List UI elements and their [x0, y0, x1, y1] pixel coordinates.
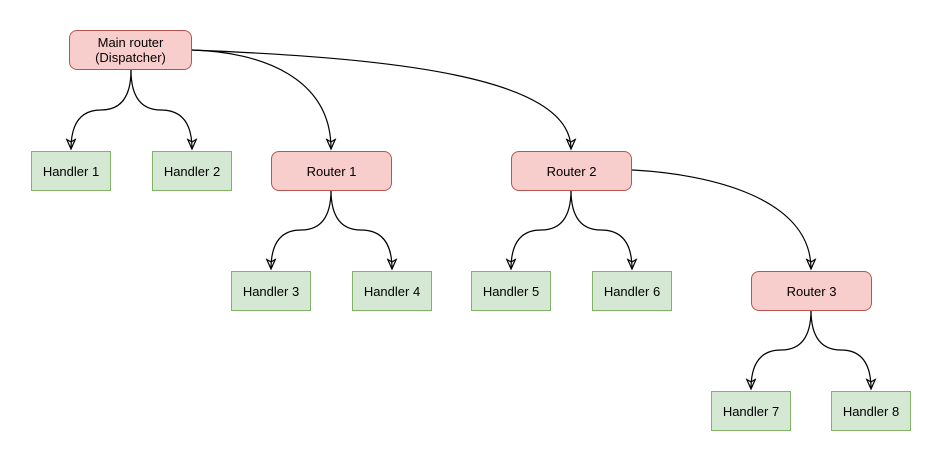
- node-handler-2: Handler 2: [152, 151, 232, 191]
- edge-router-2-to-handler-6: [570, 189, 632, 269]
- edge-main-to-handler-2: [130, 69, 192, 149]
- node-handler-6: Handler 6: [592, 271, 672, 311]
- node-handler-3: Handler 3: [231, 271, 311, 311]
- node-handler-4: Handler 4: [352, 271, 432, 311]
- node-handler-5: Handler 5: [471, 271, 551, 311]
- edge-router-2-to-handler-5: [511, 189, 572, 269]
- edge-router-1-to-handler-3: [271, 189, 332, 269]
- edge-router-3-to-handler-7: [751, 309, 812, 389]
- node-handler-1: Handler 1: [31, 151, 111, 191]
- edge-main-to-router-2: [191, 49, 571, 149]
- edge-router-1-to-handler-4: [330, 189, 392, 269]
- node-main-router: Main router (Dispatcher): [69, 30, 192, 70]
- edge-router-3-to-handler-8: [810, 309, 871, 389]
- node-router-2: Router 2: [511, 151, 632, 191]
- node-handler-8: Handler 8: [831, 391, 911, 431]
- node-router-3: Router 3: [751, 271, 872, 311]
- node-router-1: Router 1: [271, 151, 392, 191]
- node-handler-7: Handler 7: [711, 391, 791, 431]
- edge-main-to-handler-1: [71, 69, 132, 149]
- edge-router-2-to-router-3: [631, 169, 811, 269]
- edge-main-to-router-1: [191, 49, 331, 149]
